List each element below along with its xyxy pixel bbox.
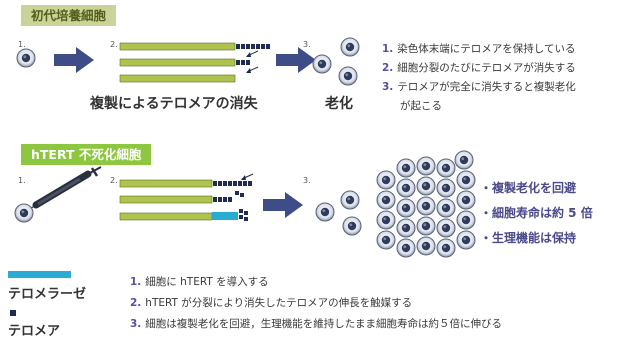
section-label-immortalized-cells: hTERT 不死化細胞 (21, 144, 152, 165)
step-number-3: 3. (303, 176, 311, 185)
benefits-list: ・複製老化を回避 ・細胞寿命は約 5 倍 ・生理機能は保持 (480, 176, 593, 251)
legend-telomere-swatch (10, 310, 16, 316)
section-label-primary-cells: 初代培養細胞 (21, 5, 117, 26)
section1-list: 1.染色体末端にテロメアを保持している 2.細胞分裂のたびにテロメアが消失する … (382, 40, 576, 116)
legend-telomerase-swatch (8, 271, 71, 278)
cell-step1-hTERT (14, 203, 34, 223)
list-item: 3.細胞は複製老化を回避，生理機能を維持したまま細胞寿命は約５倍に伸びる (130, 318, 502, 330)
step-number-2: 2. (110, 176, 118, 185)
step-number-3: 3. (303, 40, 311, 49)
chromosome-bars-section2 (119, 173, 254, 221)
benefit-item: ・生理機能は保持 (480, 231, 577, 245)
senescent-cells (312, 37, 360, 86)
benefit-item: ・複製老化を回避 (480, 181, 577, 195)
list-item: が起こる (400, 100, 442, 112)
legend-telomere-label: テロメア (8, 324, 61, 339)
immortalized-cells-cluster (315, 150, 476, 258)
list-item: 1.染色体末端にテロメアを保持している (382, 43, 576, 55)
step-number-1: 1. (18, 40, 26, 49)
list-item: 3.テロメアが完全に消失すると複製老化 (382, 81, 576, 93)
step-number-1: 1. (18, 176, 26, 185)
list-item: 1.細胞に hTERT を導入する (130, 276, 269, 288)
list-item: 2.hTERT が分裂により消失したテロメアの伸長を触媒する (130, 297, 413, 309)
benefit-item: ・細胞寿命は約 5 倍 (480, 206, 593, 220)
legend-telomerase-label: テロメラーゼ (8, 287, 87, 302)
caption-replication-loss: 複製によるテロメアの消失 (90, 96, 258, 112)
arrow-3 (263, 192, 303, 218)
caption-senescence: 老化 (325, 96, 353, 112)
list-item: 2.細胞分裂のたびにテロメアが消失する (382, 62, 576, 74)
cell-step1 (16, 48, 36, 68)
chromosome-bars-section1 (119, 42, 270, 83)
arrow-2 (276, 47, 316, 73)
step-number-2: 2. (110, 40, 118, 49)
bottom-list: 1.細胞に hTERT を導入する 2.hTERT が分裂により消失したテロメア… (130, 272, 502, 335)
syringe-icon (27, 166, 102, 211)
arrow-1 (54, 47, 94, 73)
